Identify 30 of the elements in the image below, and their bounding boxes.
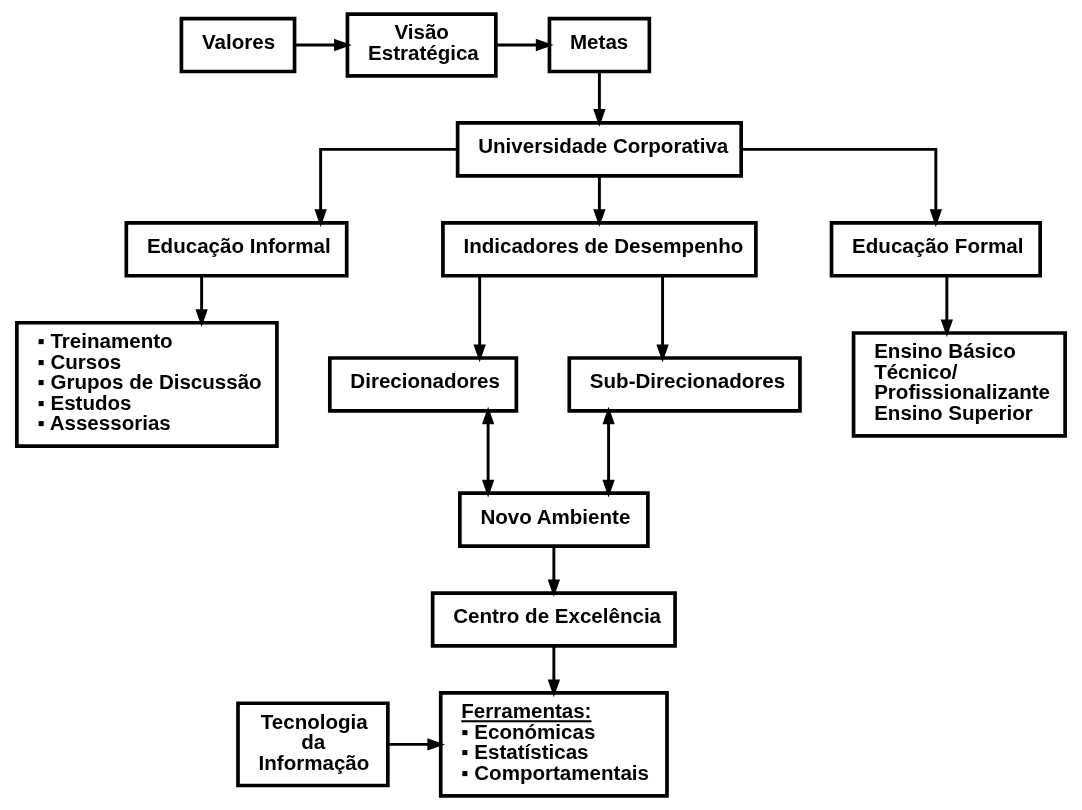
arrow [593,71,606,127]
node-box: Indicadores de Desempenho [441,221,758,278]
node-box: Visão Estratégica [345,12,498,78]
arrow [294,38,352,52]
node-box: Direcionadores [327,356,519,413]
arrow [314,147,458,227]
arrow [496,38,554,52]
node-box: Universidade Corporativa [455,121,743,178]
arrow [547,646,561,698]
arrow [602,406,615,498]
arrow [593,176,606,227]
node-box: Novo Ambiente [458,491,650,548]
arrow [940,276,954,338]
arrow [473,276,486,363]
arrow [547,546,561,598]
arrow [656,276,669,363]
node-box: Educação Formal [829,221,1042,278]
node-box: Metas [547,16,652,74]
node-box: Tecnologia da Informação [236,701,390,788]
node-box: Educação Informal [124,221,349,278]
arrow [195,276,208,327]
node-box: ▪ Treinamento ▪ Cursos ▪ Grupos de Discussão ▪ Estudos ▪ Assessorias [15,320,279,448]
node-box: Valores [179,16,297,74]
arrow [741,147,943,227]
arrow [481,406,495,498]
node-box: Centro de Excelência [430,591,677,648]
node-box: Sub-Direcionadores [567,356,802,413]
node-box: Ferramentas: ▪ Económicas ▪ Estatísticas ▪ Comportamentais [438,691,669,798]
arrow [388,738,446,751]
node-box: Ensino Básico Técnico/ Profissionalizante Ensino Superior [851,331,1067,438]
